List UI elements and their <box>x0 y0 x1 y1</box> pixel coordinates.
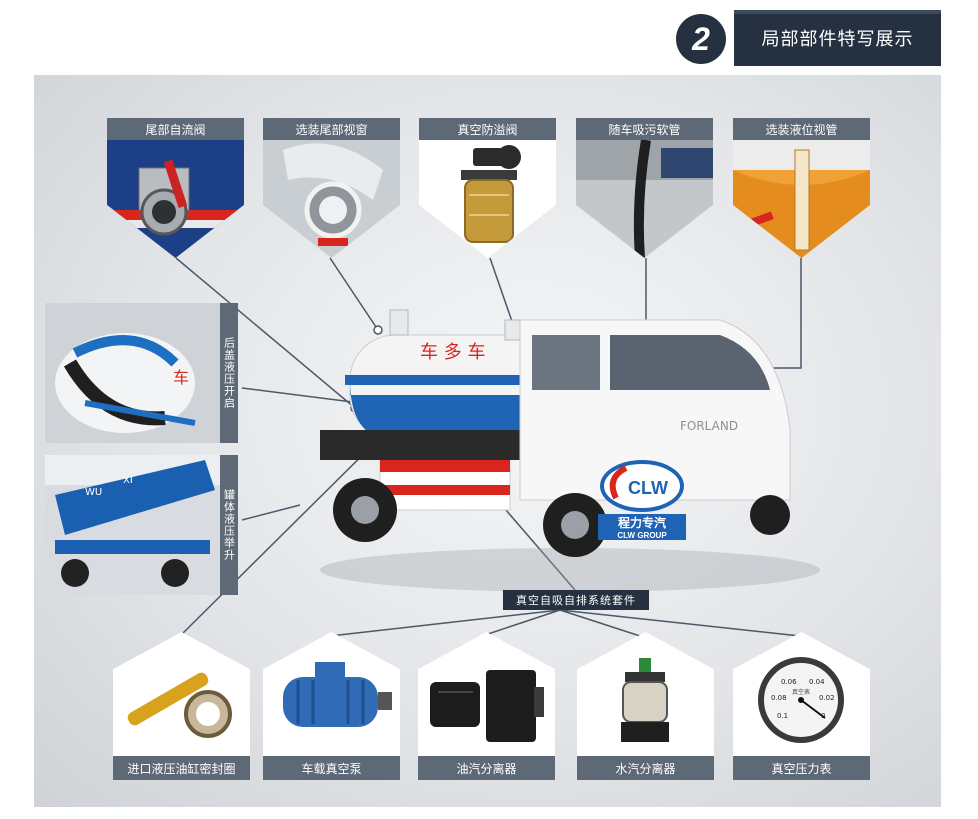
rear-cover-hydraulic-photo: 车 <box>45 303 220 443</box>
part-tile-tank-lift: WU XI 罐体液压举升 <box>45 455 242 595</box>
clw-brand-logo: CLW 程力专汽 CLW GROUP <box>596 458 688 542</box>
side-label-rear-cover: 后盖液压开启 <box>220 303 238 443</box>
part-tile-rear-window: 选装尾部视窗 <box>263 118 400 258</box>
tank-hydraulic-lift-photo: WU XI <box>45 455 220 595</box>
section-number-badge: 2 <box>676 14 726 64</box>
part-tile-cylinder-seal: 进口液压油缸密封圈 <box>113 632 250 780</box>
part-tile-overflow-valve: 真空防溢阀 <box>419 118 556 258</box>
part-tile-level-tube: 选装液位视管 <box>733 118 870 258</box>
tank-text: 车 多 车 <box>420 342 485 363</box>
logo-en-name: CLW GROUP <box>617 531 667 540</box>
svg-text:XI: XI <box>123 475 133 486</box>
logo-cn-name: 程力专汽 <box>618 515 666 530</box>
hydraulic-cylinder-seal-photo <box>113 632 250 756</box>
rear-sight-window-photo <box>263 140 400 258</box>
level-sight-tube-photo <box>733 140 870 258</box>
suction-hose-photo <box>576 140 713 258</box>
svg-text:车: 车 <box>173 368 189 387</box>
part-tile-vacuum-gauge: 0.06 0.04 0.08 0.02 0.1 0 真空表 真空压力表 <box>733 632 870 780</box>
gauge-tick-006: 0.06 <box>781 678 797 686</box>
oil-gas-separator-photo <box>418 632 555 756</box>
gauge-caption: 真空表 <box>792 688 810 696</box>
vacuum-truck-illustration: 车 多 车 FORLAND <box>320 309 820 592</box>
gauge-tick-002: 0.02 <box>819 694 835 702</box>
logo-mark: CLW <box>628 478 668 498</box>
section-title: 局部部件特写展示 <box>761 29 914 50</box>
part-tile-tail-valve: 尾部自流阀 <box>107 118 244 258</box>
truck-brand-text: FORLAND <box>680 419 738 433</box>
part-tile-oil-gas-separator: 油汽分离器 <box>418 632 555 780</box>
vacuum-pump-photo <box>263 632 400 756</box>
part-tile-rear-cover-hydraulic: 车 后盖液压开启 <box>45 303 242 443</box>
section-number: 2 <box>692 20 710 57</box>
water-gas-separator-photo <box>577 632 714 756</box>
tail-gravity-valve-photo <box>107 140 244 258</box>
vacuum-kit-label: 真空自吸自排系统套件 <box>503 590 649 610</box>
side-label-tank-lift: 罐体液压举升 <box>220 455 238 595</box>
svg-text:WU: WU <box>85 487 102 498</box>
part-tile-water-gas-separator: 水汽分离器 <box>577 632 714 780</box>
part-tile-suction-hose: 随车吸污软管 <box>576 118 713 258</box>
gauge-tick-004: 0.04 <box>809 678 825 686</box>
vacuum-overflow-valve-photo <box>419 140 556 258</box>
vacuum-gauge-photo: 0.06 0.04 0.08 0.02 0.1 0 真空表 <box>733 632 870 756</box>
gauge-tick-01: 0.1 <box>777 712 788 720</box>
part-tile-vacuum-pump: 车载真空泵 <box>263 632 400 780</box>
section-header: 局部部件特写展示 <box>734 10 941 66</box>
gauge-tick-008: 0.08 <box>771 694 787 702</box>
